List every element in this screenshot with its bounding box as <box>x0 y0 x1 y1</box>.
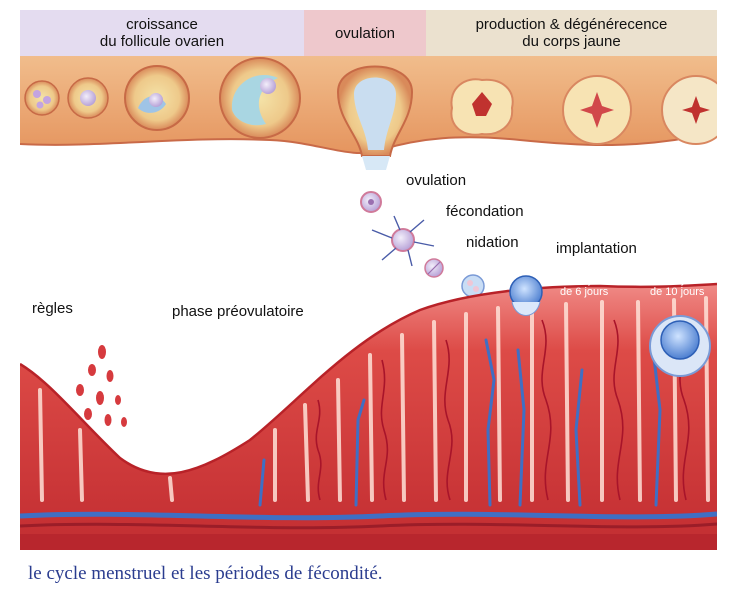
label-embryo-6-days: embryon de 6 jours <box>560 274 608 298</box>
corpus-luteum-early <box>451 79 512 135</box>
phase-follicle-growth-label: croissance du follicule ovarien <box>100 16 224 50</box>
follicle-primordial <box>25 81 59 115</box>
figure-caption: le cycle menstruel et les périodes de fé… <box>28 563 383 585</box>
label-ovulation: ovulation <box>406 172 466 189</box>
menstrual-cycle-figure: croissance du follicule ovarien ovulatio… <box>20 10 717 550</box>
phase-corpus-luteum: production & dégénérecence du corps jaun… <box>426 10 717 56</box>
follicle-ovulating <box>338 67 412 171</box>
label-implantation: implantation <box>556 240 637 257</box>
label-preovulatory-phase: phase préovulatoire <box>172 303 304 320</box>
phase-ovulation: ovulation <box>304 10 426 56</box>
label-nidation: nidation <box>466 234 519 251</box>
zygote-dividing <box>425 259 443 277</box>
follicle-secondary <box>125 66 189 130</box>
phase-ovulation-label: ovulation <box>335 25 395 42</box>
corpus-luteum-mature <box>563 76 631 144</box>
oocyte-released <box>361 192 381 212</box>
menstrual-drops <box>76 345 127 427</box>
follicle-primary <box>68 78 108 118</box>
phase-follicle-growth: croissance du follicule ovarien <box>20 10 304 56</box>
follicle-antral <box>220 58 300 138</box>
cycle-illustration <box>20 10 717 550</box>
label-menses: règles <box>32 300 73 317</box>
oocyte-fertilized <box>372 216 434 266</box>
label-embryo-10-days: embryon de 10 jours <box>650 274 704 298</box>
embryo-10-days <box>650 316 710 376</box>
phase-corpus-luteum-label: production & dégénérecence du corps jaun… <box>476 16 668 50</box>
label-fertilization: fécondation <box>446 203 524 220</box>
endometrium <box>20 284 717 550</box>
embryo-6-days <box>510 276 542 316</box>
